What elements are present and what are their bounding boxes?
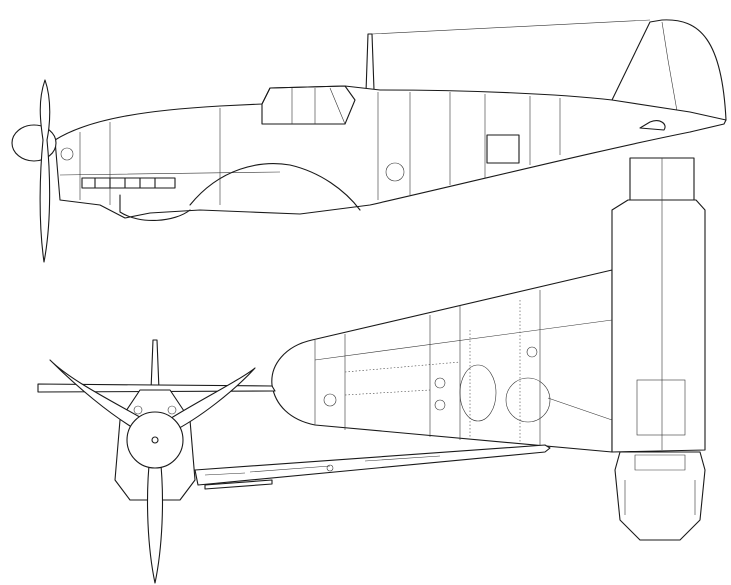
stabilizer-front xyxy=(37,383,276,393)
gun-port-left xyxy=(133,405,143,415)
canopy-frames xyxy=(291,87,346,125)
radiator-front xyxy=(204,479,273,490)
canopy-plan xyxy=(636,379,686,436)
gear-leg-plan xyxy=(547,397,613,421)
radiator xyxy=(119,194,191,222)
propeller-blade-right xyxy=(167,367,256,434)
wing-vent-2 xyxy=(434,377,446,389)
wing-front xyxy=(194,444,551,486)
wing-planform xyxy=(271,269,613,453)
propeller-blade-left xyxy=(49,359,146,433)
wing-panel-lines xyxy=(314,290,613,445)
cowling-vent xyxy=(60,147,74,161)
antenna-mast xyxy=(365,33,375,93)
spinner-front xyxy=(126,411,184,469)
wing-vent-4 xyxy=(526,346,538,358)
wing-rivet-lines xyxy=(344,300,521,442)
fuselage-outline xyxy=(54,85,727,219)
side-view xyxy=(11,19,727,263)
wheel-well xyxy=(505,377,551,423)
wing-vent-3 xyxy=(434,399,446,411)
fuselage-hatch xyxy=(486,134,520,164)
propeller-blade-bottom xyxy=(146,454,164,584)
exhaust-stacks xyxy=(81,177,176,189)
cowling-details xyxy=(624,454,696,515)
spinner-side xyxy=(11,124,57,162)
fuselage-planform xyxy=(611,199,706,453)
spinner-hub xyxy=(151,436,159,444)
rudder-line xyxy=(661,21,681,129)
wing-root-side xyxy=(189,163,361,211)
front-view xyxy=(37,339,551,584)
panel-lines xyxy=(59,92,561,205)
fin-front xyxy=(150,339,160,391)
fuselage-roundel xyxy=(385,162,405,182)
plan-view xyxy=(271,157,706,541)
wing-roundel-front xyxy=(326,464,334,472)
cowling-planform xyxy=(614,451,706,541)
wing-front-details xyxy=(204,455,441,476)
propeller-side xyxy=(39,79,51,263)
canopy xyxy=(261,85,356,125)
gear-bay xyxy=(459,364,497,422)
tail-wheel xyxy=(639,120,666,131)
antenna-wire xyxy=(371,19,651,35)
gun-port-right xyxy=(167,405,177,415)
wing-vent-1 xyxy=(323,393,337,407)
